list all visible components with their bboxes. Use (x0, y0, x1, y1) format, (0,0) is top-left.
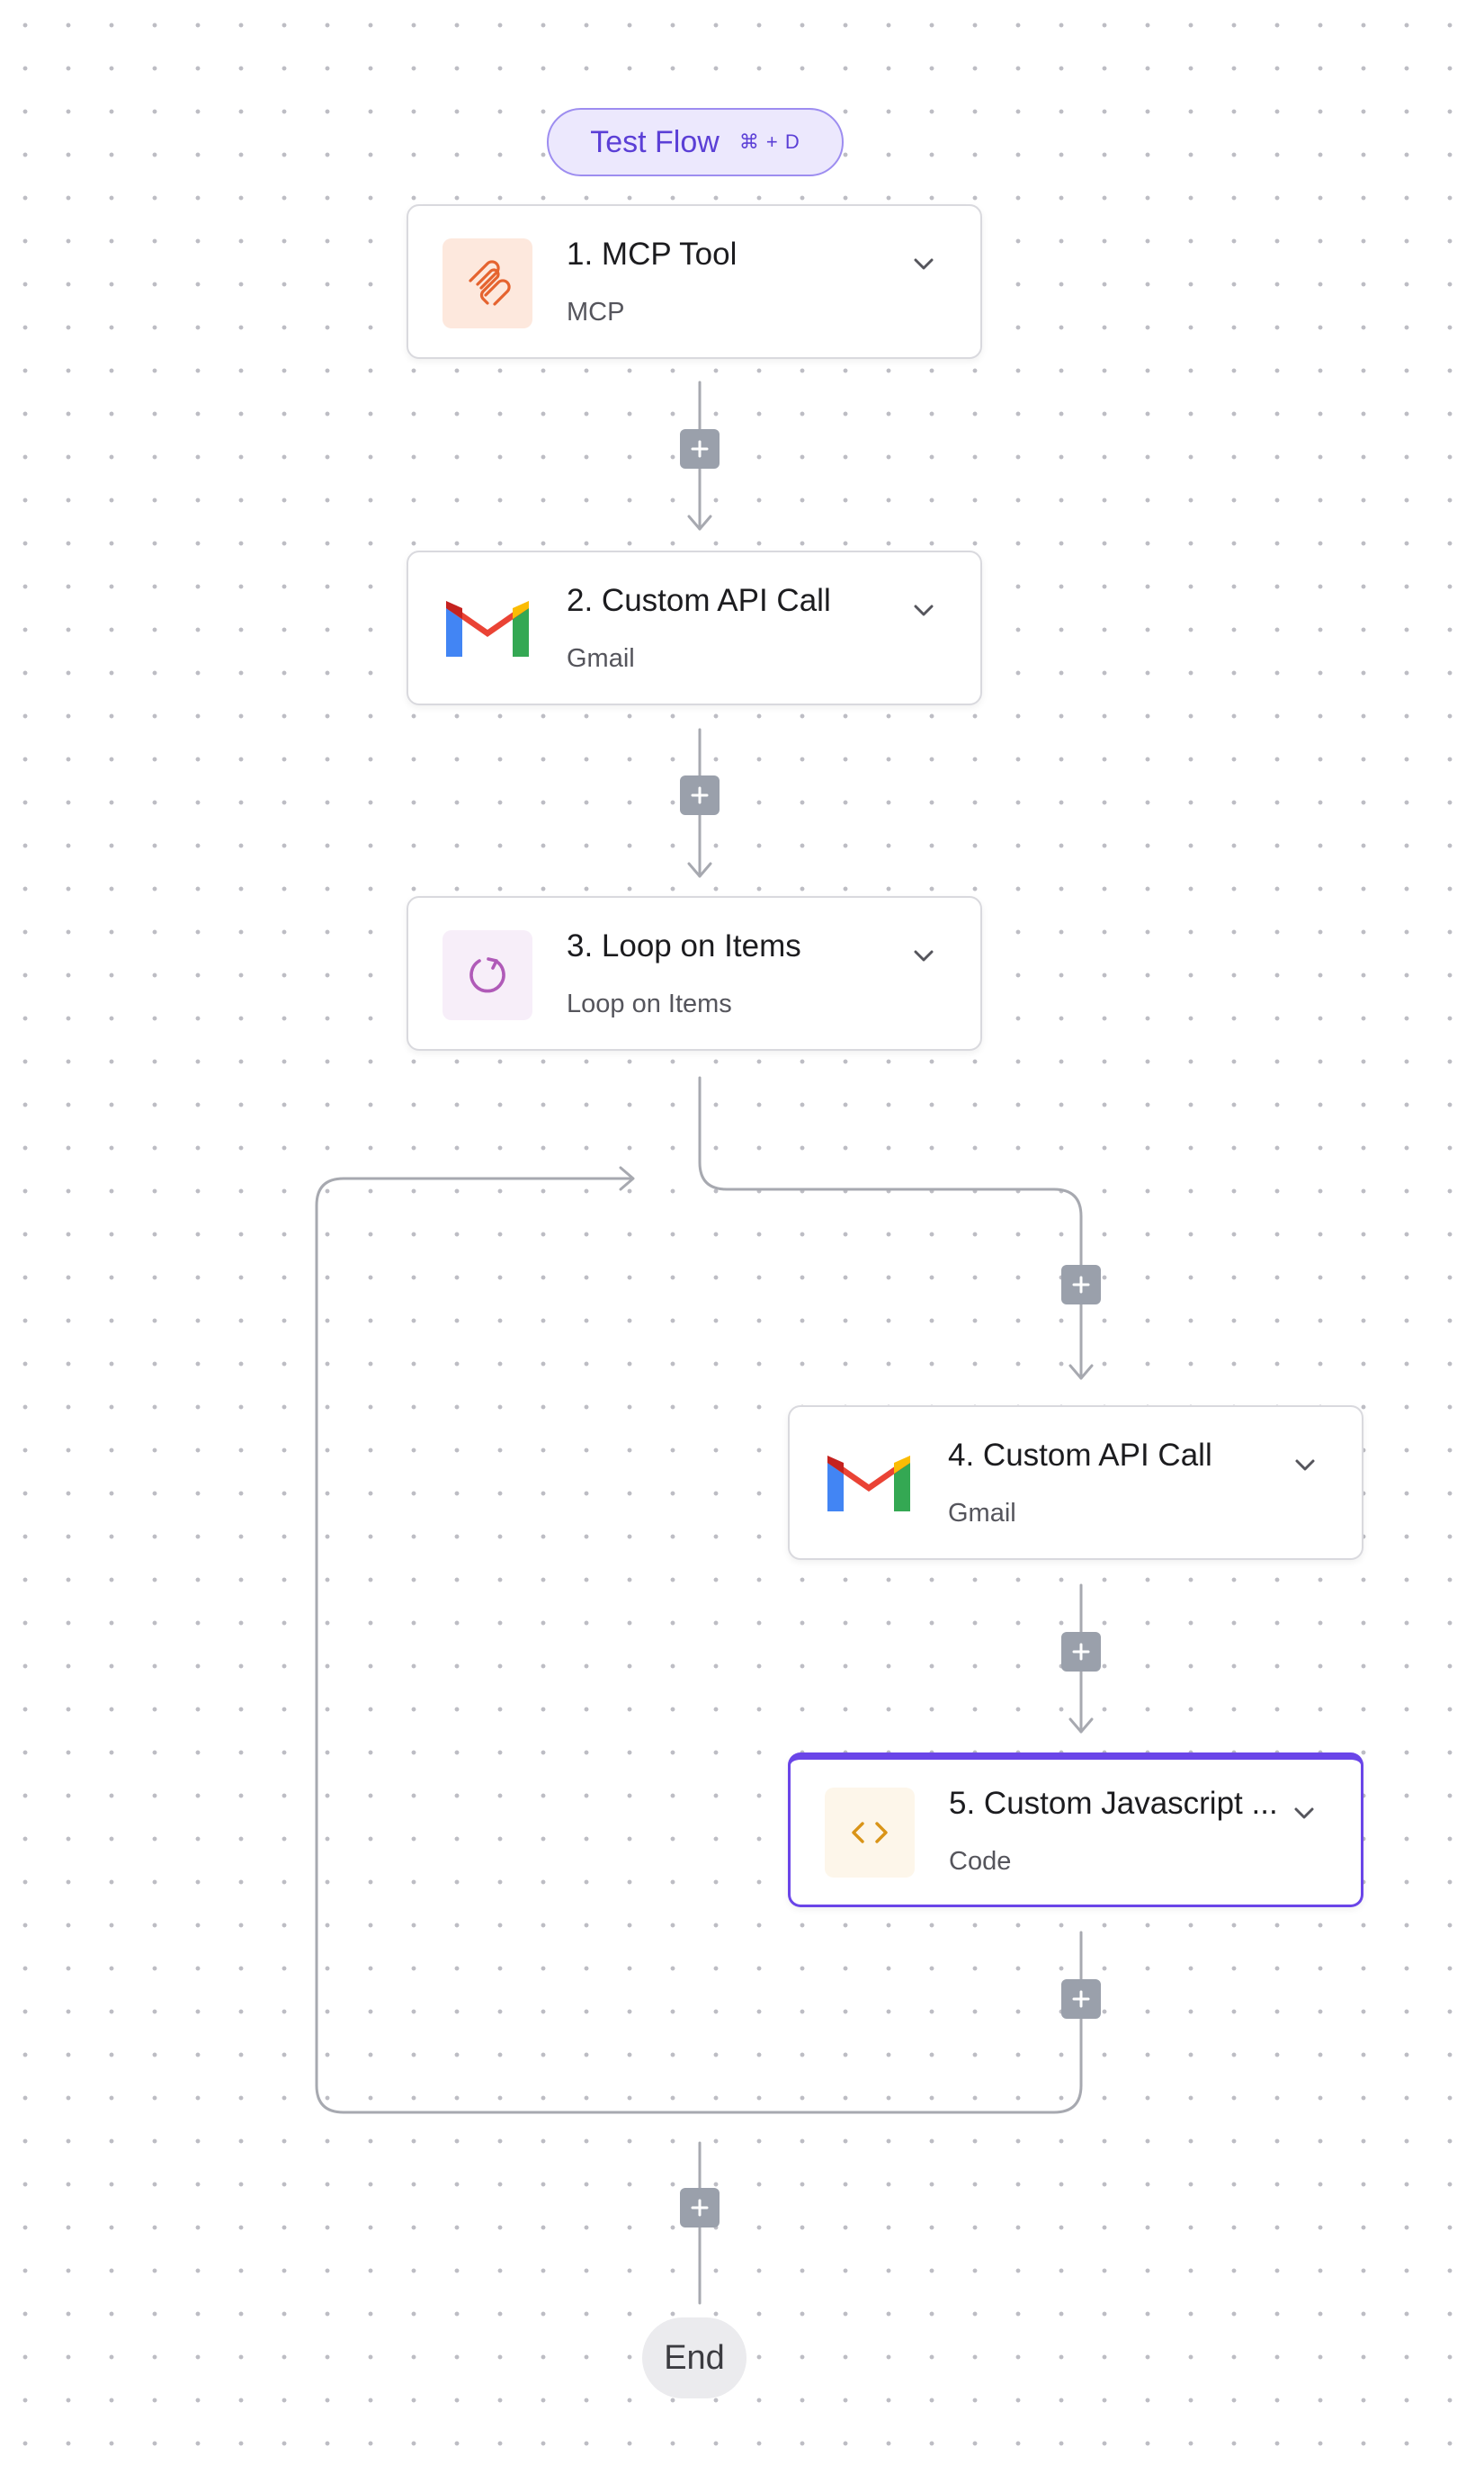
mcp-icon (443, 238, 532, 328)
test-flow-label: Test Flow (590, 124, 720, 159)
step-subtitle: Gmail (948, 1499, 1016, 1528)
add-step-button[interactable] (680, 429, 720, 469)
step-title: 1. MCP Tool (567, 237, 738, 272)
test-flow-button[interactable]: Test Flow ⌘ + D (547, 108, 844, 176)
plus-icon (691, 2199, 709, 2217)
step-card-loop-on-items[interactable]: 3. Loop on Items Loop on Items (407, 896, 982, 1051)
step-subtitle: MCP (567, 298, 625, 327)
code-icon (825, 1788, 915, 1878)
step-card-custom-javascript[interactable]: 5. Custom Javascript ... Code (788, 1752, 1363, 1907)
gmail-icon (443, 585, 532, 675)
plus-icon (691, 786, 709, 804)
step-card-custom-api-call[interactable]: 4. Custom API Call Gmail (788, 1405, 1363, 1560)
gmail-icon (824, 1439, 914, 1529)
chevron-down-icon[interactable] (1291, 1800, 1318, 1827)
step-title: 2. Custom API Call (567, 583, 831, 618)
chevron-down-icon[interactable] (910, 597, 937, 624)
add-step-button[interactable] (680, 775, 720, 815)
plus-icon (1072, 1276, 1090, 1294)
step-title: 5. Custom Javascript ... (949, 1786, 1278, 1821)
end-node: End (642, 2317, 746, 2398)
step-subtitle: Code (949, 1847, 1012, 1876)
plus-icon (691, 440, 709, 458)
add-step-button[interactable] (1061, 1632, 1101, 1672)
step-subtitle: Loop on Items (567, 990, 732, 1018)
chevron-down-icon[interactable] (910, 943, 937, 970)
add-step-button[interactable] (680, 2188, 720, 2227)
chevron-down-icon[interactable] (910, 251, 937, 278)
step-subtitle: Gmail (567, 644, 635, 673)
step-card-custom-api-call[interactable]: 2. Custom API Call Gmail (407, 551, 982, 705)
step-title: 4. Custom API Call (948, 1438, 1212, 1473)
loop-icon (443, 930, 532, 1020)
add-step-button[interactable] (1061, 1979, 1101, 2019)
end-label: End (664, 2338, 725, 2377)
chevron-down-icon[interactable] (1292, 1452, 1319, 1479)
test-flow-shortcut: ⌘ + D (738, 130, 800, 153)
step-card-mcp-tool[interactable]: 1. MCP Tool MCP (407, 204, 982, 359)
plus-icon (1072, 1643, 1090, 1661)
step-title: 3. Loop on Items (567, 928, 801, 964)
plus-icon (1072, 1990, 1090, 2008)
add-step-button[interactable] (1061, 1265, 1101, 1304)
